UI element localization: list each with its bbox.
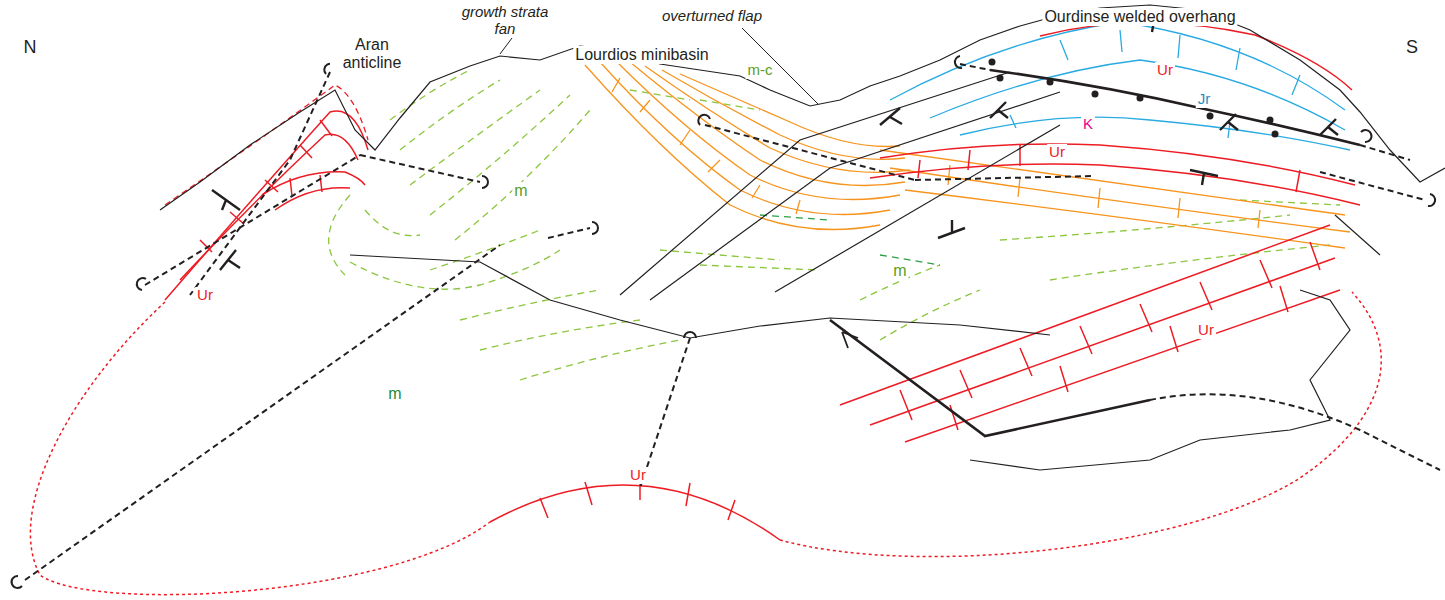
section-label: Ur	[1047, 144, 1067, 161]
leader-lines	[500, 28, 818, 104]
section-label: K	[1081, 116, 1095, 133]
section-label: Jr	[1196, 91, 1213, 108]
section-label: growth strata fan	[448, 4, 562, 37]
section-label: m	[386, 385, 403, 403]
dip-symbols	[212, 18, 1338, 270]
axial-trace-ends	[12, 56, 1436, 588]
ur-beds	[165, 23, 1360, 442]
section-label: Ur	[628, 467, 648, 484]
deep-ur-bed	[490, 478, 780, 540]
jurassic-beds	[890, 22, 1350, 150]
section-label: Ur	[195, 287, 215, 304]
section-label: Ur	[1196, 322, 1216, 339]
weld	[960, 59, 1410, 161]
marl-strata-dark	[760, 215, 940, 265]
marl-strata	[329, 70, 1340, 380]
section-label: m-c	[746, 62, 775, 79]
section-label: Lourdios minibasin	[573, 46, 710, 64]
thrust-fault	[830, 320, 1150, 436]
section-label: Aran anticline	[330, 36, 414, 71]
inferred-ur-outline	[30, 292, 1381, 595]
section-label: m	[891, 262, 908, 280]
section-label: Ur	[1155, 62, 1175, 79]
section-label: Ourdinse welded overhang	[1042, 8, 1237, 26]
section-label: overturned flap	[660, 8, 764, 25]
section-label: S	[1404, 38, 1420, 58]
eroded-ur-top	[165, 85, 368, 205]
topography	[160, 5, 1445, 470]
section-label: m	[512, 182, 529, 200]
axial-traces	[25, 72, 1440, 580]
section-label: N	[22, 38, 39, 58]
minibasin-beds	[585, 60, 1350, 248]
